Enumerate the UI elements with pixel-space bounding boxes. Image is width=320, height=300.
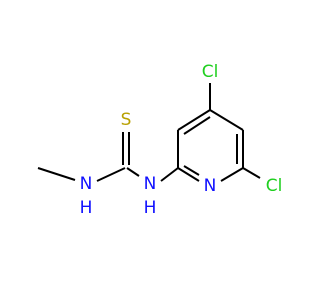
bond-thiocarbonyl-nh [126,167,140,177]
bond-ring-c3-c4-a [177,109,211,131]
molecule-canvas: S N H N H N Cl Cl [37,62,283,218]
nitrogen-atom-label-left: N [80,174,93,194]
bond-ring-n-c2-a [177,167,200,182]
nitrogen-atom-label-right: N [144,174,157,194]
bond-nh-thiocarbonyl [96,167,126,182]
bond-ring-c6-n [220,167,244,182]
bond-ring-c3-c4-b [183,116,211,135]
chlorine-atom-label-top: Cl [202,62,219,82]
chlorine-atom-label-right: Cl [266,176,283,196]
hydrogen-atom-label-right: H [144,198,157,218]
bond-c6-cl [242,167,261,179]
bond-ring-c4-c5 [209,109,244,131]
hydrogen-atom-label-left: H [80,198,93,218]
bond-ring-n-c2-b [183,165,200,176]
ring-nitrogen-atom-label: N [204,176,217,196]
sulfur-atom-label: S [121,110,132,130]
bond-methyl-nh [37,167,76,181]
molecule-structure: S N H N H N Cl Cl [37,62,283,218]
bond-nh-ring [160,167,179,182]
